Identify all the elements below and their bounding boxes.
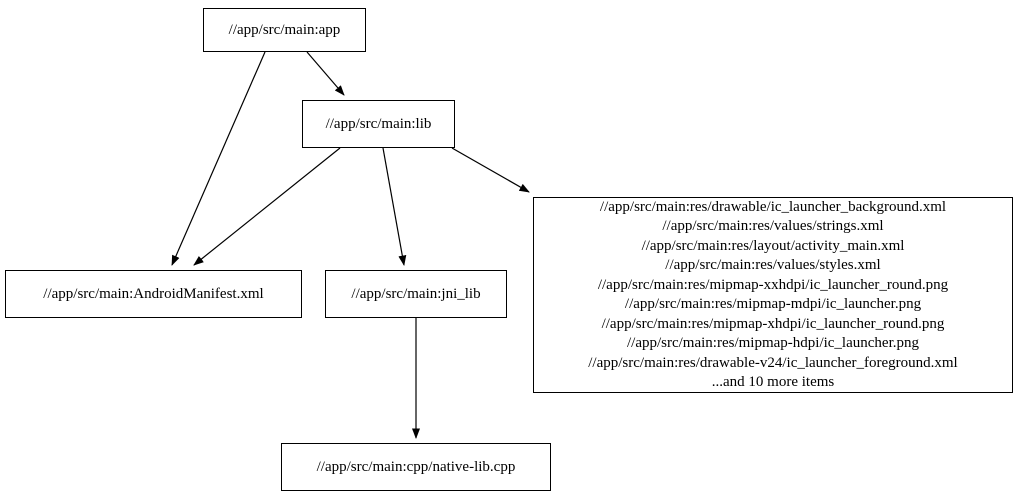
node-android-manifest-label: //app/src/main:AndroidManifest.xml bbox=[43, 285, 264, 302]
edge-app-to-manifest bbox=[171, 51, 266, 266]
edge-app-to-lib bbox=[306, 51, 345, 96]
node-android-manifest: //app/src/main:AndroidManifest.xml bbox=[5, 270, 302, 318]
node-lib-label: //app/src/main:lib bbox=[325, 115, 432, 132]
node-res-group: //app/src/main:res/drawable/ic_launcher_… bbox=[533, 197, 1013, 393]
node-app: //app/src/main:app bbox=[203, 8, 366, 52]
res-group-line: //app/src/main:res/mipmap-xxhdpi/ic_laun… bbox=[597, 276, 949, 293]
node-lib: //app/src/main:lib bbox=[302, 100, 455, 148]
res-group-line: //app/src/main:res/mipmap-hdpi/ic_launch… bbox=[626, 335, 919, 351]
res-group-line: //app/src/main:res/values/strings.xml bbox=[662, 218, 884, 234]
node-jni-lib: //app/src/main:jni_lib bbox=[325, 270, 507, 318]
node-app-label: //app/src/main:app bbox=[228, 21, 341, 38]
node-native-lib-cpp: //app/src/main:cpp/native-lib.cpp bbox=[281, 443, 551, 491]
node-jni-lib-label: //app/src/main:jni_lib bbox=[351, 285, 481, 302]
res-group-line: //app/src/main:res/layout/activity_main.… bbox=[641, 237, 905, 254]
res-group-more-items: ...and 10 more items bbox=[711, 374, 835, 390]
res-group-line: //app/src/main:res/mipmap-mdpi/ic_launch… bbox=[624, 296, 922, 312]
res-group-line: //app/src/main:res/mipmap-xhdpi/ic_launc… bbox=[601, 315, 945, 332]
edge-lib-to-res-group bbox=[451, 147, 530, 193]
node-native-lib-cpp-label: //app/src/main:cpp/native-lib.cpp bbox=[316, 458, 516, 475]
res-group-line: //app/src/main:res/drawable/ic_launcher_… bbox=[599, 198, 947, 215]
res-group-line: //app/src/main:res/values/styles.xml bbox=[665, 257, 881, 273]
edge-lib-to-manifest bbox=[193, 147, 341, 266]
edge-lib-to-jni-lib bbox=[382, 147, 407, 266]
res-group-line: //app/src/main:res/drawable-v24/ic_launc… bbox=[588, 354, 958, 371]
